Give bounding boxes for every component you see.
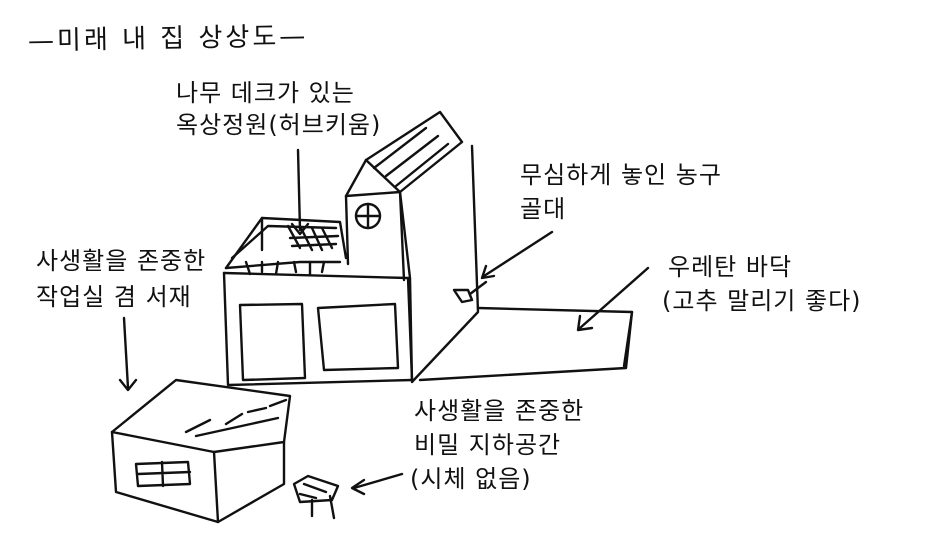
patio-floor: [418, 306, 634, 382]
label-study-line1: 사생활을 존중한: [36, 247, 207, 275]
label-floor-line2: (고추 말리기 좋다): [662, 287, 862, 315]
study-annex: [110, 378, 292, 524]
label-hoe-line1: 무심하게 놓인 농구: [520, 161, 722, 189]
label-rooftop-line1: 나무 데크가 있는: [176, 79, 355, 107]
annex-window: [134, 460, 192, 488]
main-building: [222, 260, 414, 387]
page-title: —미래 내 집 상상도—: [27, 21, 309, 57]
window-right: [316, 302, 400, 372]
label-basement-line1: 사생활을 존중한: [414, 397, 585, 425]
label-basement-line2: 비밀 지하공간: [414, 431, 562, 459]
tall-house: [344, 110, 480, 384]
label-study-line2: 작업실 겸 서재: [36, 283, 192, 311]
annotation-arrows: [118, 148, 650, 496]
label-floor-line1: 우레탄 바닥: [668, 253, 793, 281]
label-rooftop-line2: 옥상정원(허브키움): [176, 111, 382, 139]
window-left: [238, 302, 307, 382]
hoe: [452, 280, 488, 304]
label-hoe-line2: 골대: [520, 195, 567, 223]
label-basement-line3: (시체 없음): [410, 465, 532, 493]
basement-hatch: [292, 474, 340, 520]
rooftop-deck: [224, 216, 348, 276]
